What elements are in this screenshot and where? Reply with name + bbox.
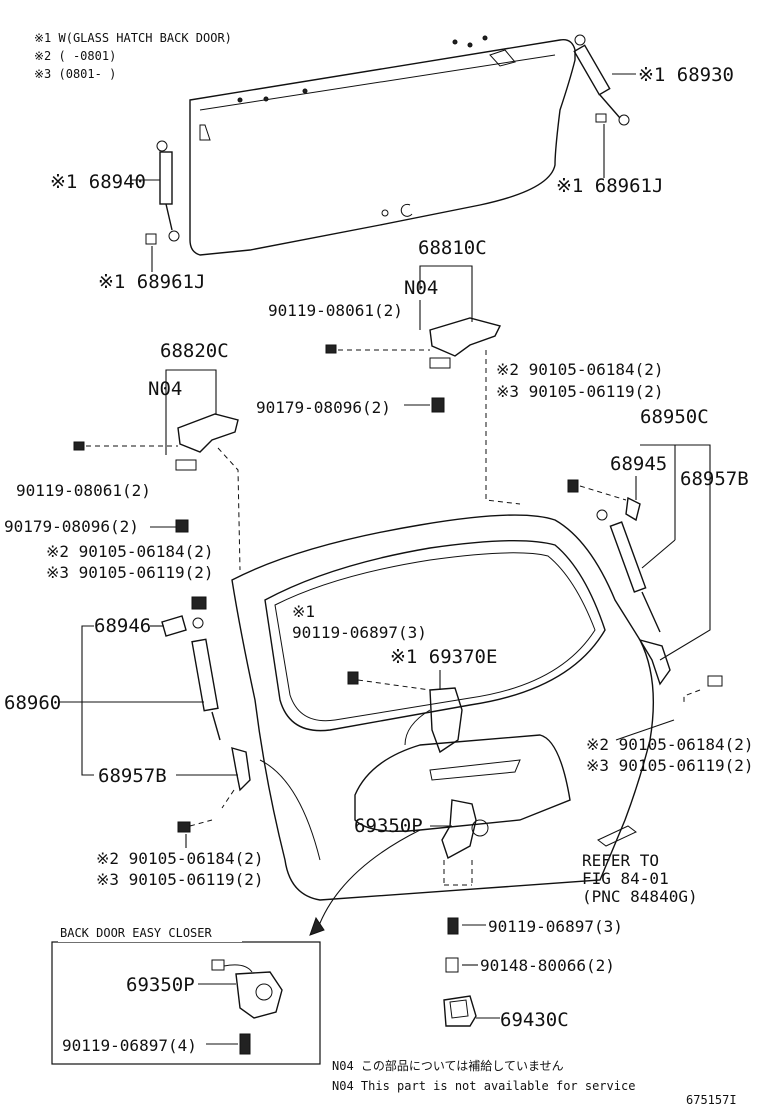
label-68946: 68946 (94, 615, 151, 637)
strut-68940-drawing (145, 140, 180, 245)
label-n04-top: N04 (404, 277, 438, 299)
note-range-1: ※2 ( -0801) (34, 49, 116, 63)
label-90105-06184-b: ※2 90105-06184(2) (46, 542, 214, 561)
label-90119-06897-bottom: 90119-06897(3) (488, 917, 623, 936)
label-90105-06119-d: ※3 90105-06119(2) (96, 870, 264, 889)
label-69430c: 69430C (500, 1009, 569, 1031)
label-68961j-left: ※1 68961J (98, 271, 205, 293)
closer-69350p-drawing (441, 799, 637, 860)
label-69370e: ※1 69370E (390, 646, 497, 668)
label-90105-06184-c: ※2 90105-06184(2) (586, 735, 754, 754)
back-door-drawing (231, 514, 655, 901)
label-68957b-right: 68957B (680, 468, 749, 490)
label-90119-08061-top: 90119-08061(2) (268, 301, 403, 320)
label-n04-left: N04 (148, 378, 182, 400)
hinge-68810c-drawing (325, 317, 502, 413)
label-69350p: 69350P (354, 815, 423, 837)
strut-68930-drawing (573, 34, 630, 126)
label-refer-to: REFER TO (582, 851, 659, 870)
label-68820c: 68820C (160, 340, 229, 362)
label-68961j-right: ※1 68961J (556, 175, 663, 197)
label-90105-06184-d: ※2 90105-06184(2) (96, 849, 264, 868)
hinge-68820c-drawing (73, 413, 239, 533)
label-68957b-left: 68957B (98, 765, 167, 787)
label-90119-06897-top: 90119-06897(3) (292, 623, 427, 642)
striker-69430c-drawing (443, 995, 477, 1027)
label-68930: ※1 68930 (638, 64, 734, 86)
figure-id: 675157I (686, 1093, 737, 1107)
label-refer-pnc: (PNC 84840G) (582, 887, 698, 906)
label-90119-08061-left: 90119-08061(2) (16, 481, 151, 500)
label-closer-69350p: 69350P (126, 974, 195, 996)
strut-68960-drawing (161, 596, 251, 833)
glass-hatch-drawing (189, 35, 576, 256)
label-68945: 68945 (610, 453, 667, 475)
footnote-english: N04 This part is not available for servi… (332, 1079, 635, 1093)
closer-box-drawing (211, 959, 283, 1055)
label-68960: 68960 (4, 692, 61, 714)
lock-69370e-drawing (404, 687, 463, 754)
note-range-2: ※3 (0801- ) (34, 67, 116, 81)
label-90105-06119-b: ※3 90105-06119(2) (46, 563, 214, 582)
label-90105-06119-c: ※3 90105-06119(2) (586, 756, 754, 775)
label-refer-fig: FIG 84-01 (582, 869, 669, 888)
label-90148-80066: 90148-80066(2) (480, 956, 615, 975)
footnote-japanese: N04 この部品については補給していません (332, 1058, 564, 1073)
label-90105-06119-a: ※3 90105-06119(2) (496, 382, 664, 401)
label-90179-08096-left: 90179-08096(2) (4, 517, 139, 536)
note-glass-hatch: ※1 W(GLASS HATCH BACK DOOR) (34, 31, 232, 45)
label-90105-06184-a: ※2 90105-06184(2) (496, 360, 664, 379)
label-closer-bolt: 90119-06897(4) (62, 1036, 197, 1055)
label-68810c: 68810C (418, 237, 487, 259)
label-68940: ※1 68940 (50, 171, 146, 193)
label-note-90119-06897: ※1 (292, 602, 315, 621)
strut-68950c-drawing (567, 479, 723, 705)
label-90179-08096-top: 90179-08096(2) (256, 398, 391, 417)
easy-closer-title: BACK DOOR EASY CLOSER (60, 926, 212, 940)
label-68950c: 68950C (640, 406, 709, 428)
